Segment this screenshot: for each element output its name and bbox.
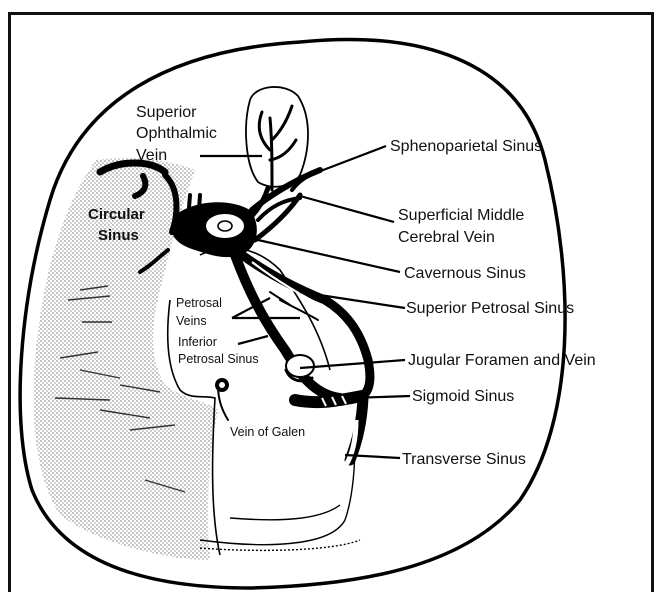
orbit-outline [246, 87, 308, 187]
label-superficial-middle-cerebral-vein: Superficial Middle Cerebral Vein [398, 207, 529, 246]
inferior-petrosal-sinus [235, 255, 340, 398]
label-cavernous-sinus: Cavernous Sinus [404, 265, 526, 282]
jugular-foramen [286, 355, 314, 377]
leader-lines [200, 146, 410, 458]
label-sphenoparietal-sinus: Sphenoparietal Sinus [390, 138, 542, 155]
ophthalmic-vein-branches [259, 106, 296, 190]
label-petrosal-veins: Petrosal Veins [176, 296, 225, 328]
label-jugular-foramen-and-vein: Jugular Foramen and Vein [408, 352, 596, 369]
label-superior-petrosal-sinus: Superior Petrosal Sinus [406, 300, 574, 317]
label-sigmoid-sinus: Sigmoid Sinus [412, 388, 514, 405]
label-transverse-sinus: Transverse Sinus [402, 451, 526, 468]
label-vein-of-galen: Vein of Galen [230, 425, 305, 439]
label-inferior-petrosal-sinus: Inferior Petrosal Sinus [178, 335, 259, 366]
posterior-fossa-inner [200, 440, 355, 545]
